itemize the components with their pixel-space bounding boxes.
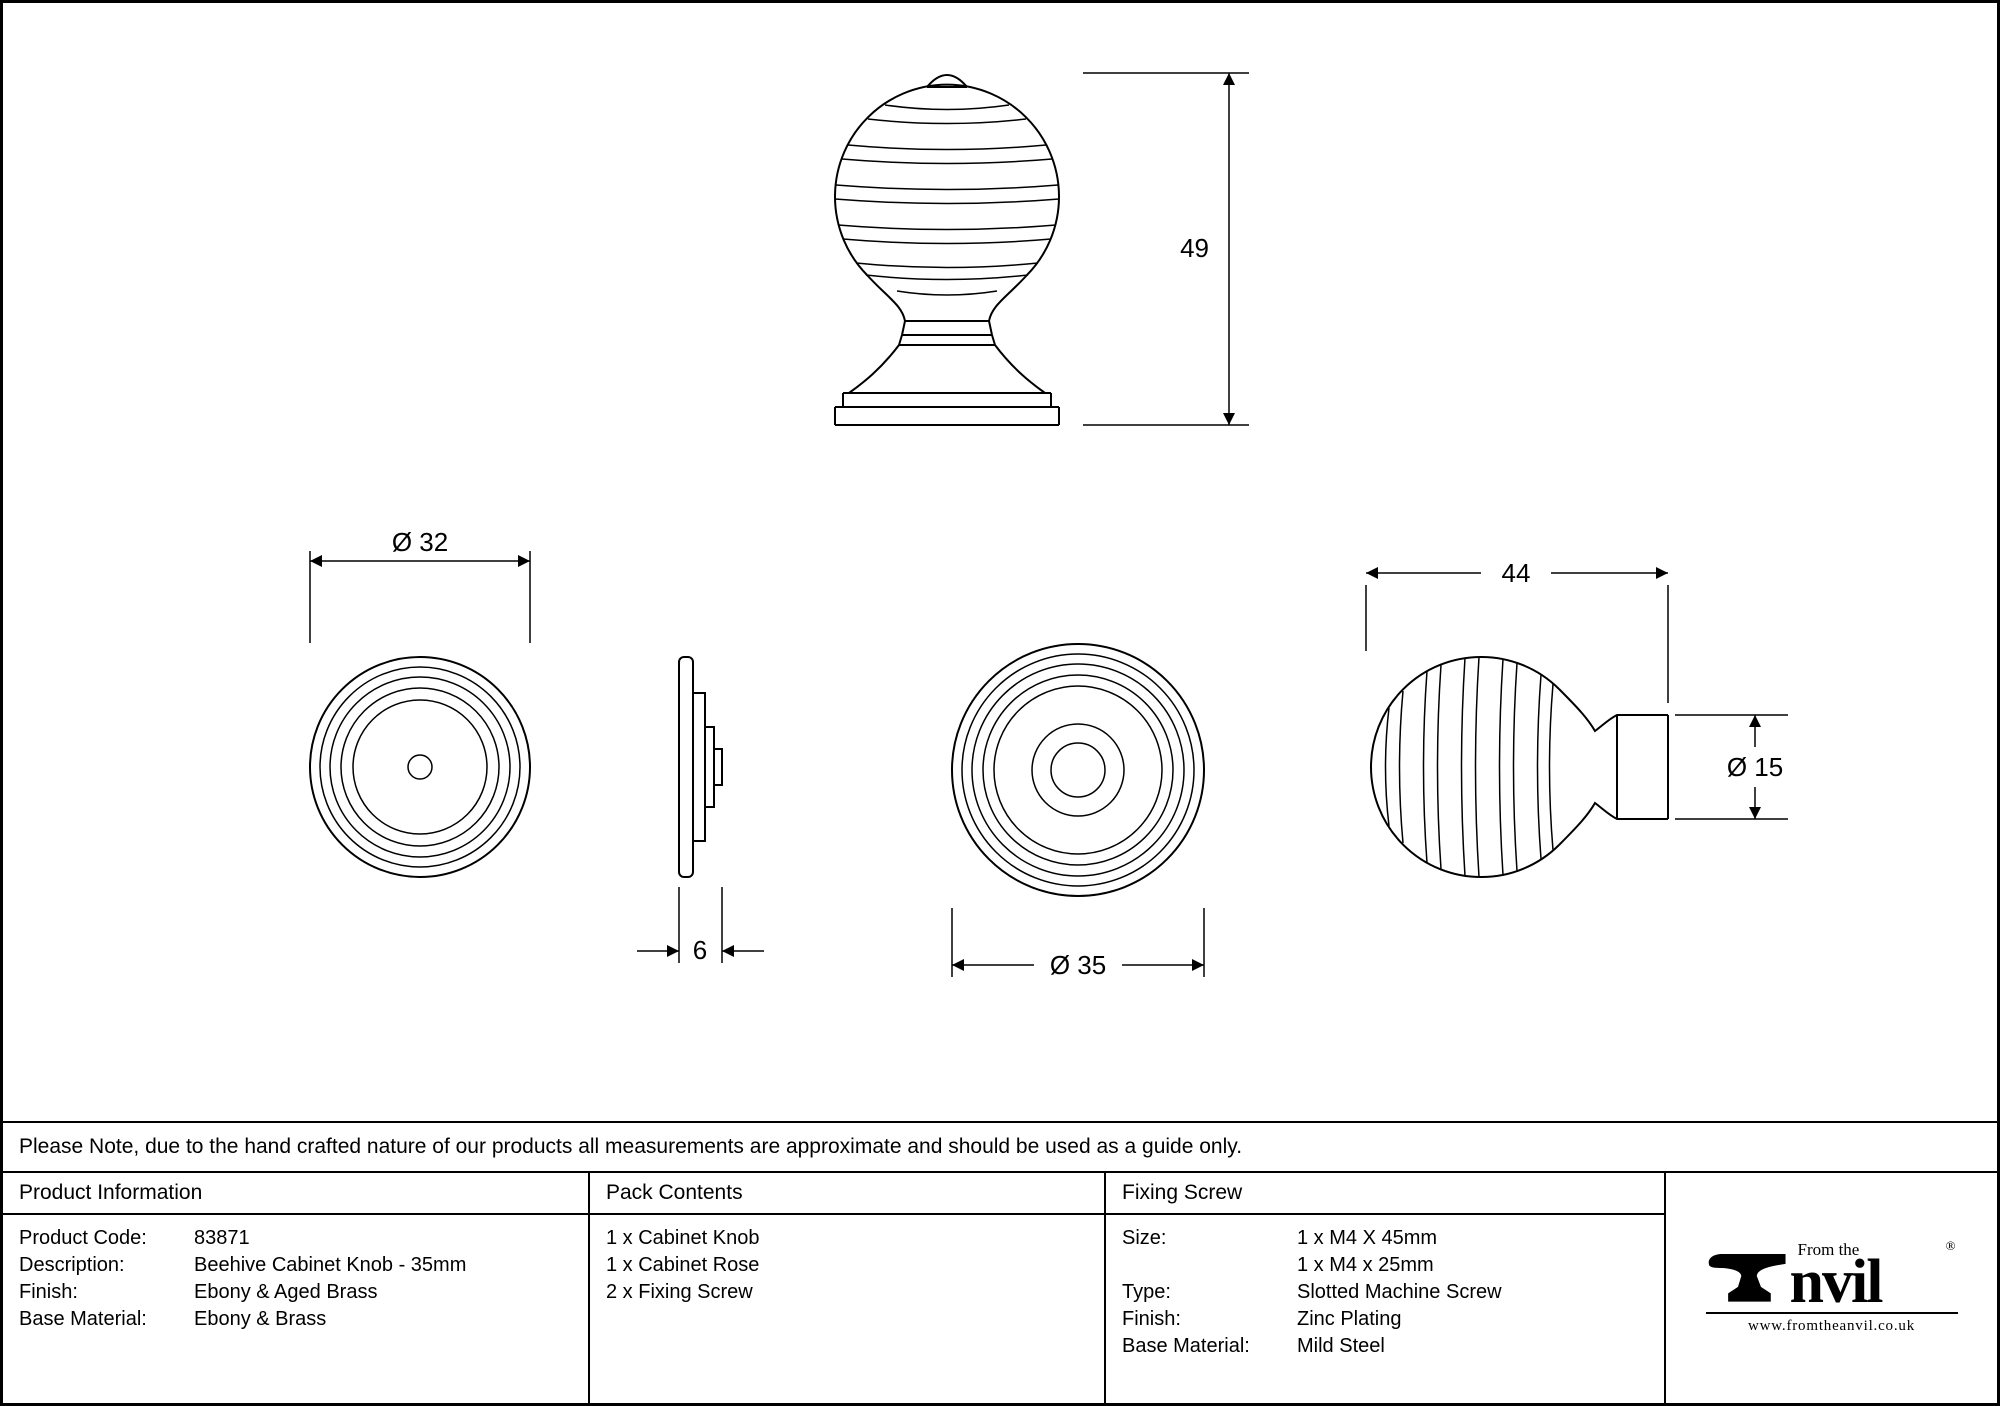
dim-rose-depth: 6 (637, 887, 764, 965)
dim-rose-depth-label: 6 (693, 935, 707, 965)
product-information-header: Product Information (3, 1173, 588, 1215)
base-material-value: Ebony & Brass (194, 1308, 327, 1330)
dim-neck-diameter-label: Ø 15 (1727, 752, 1783, 782)
dim-neck-diameter: Ø 15 (1675, 714, 1788, 820)
knob-side-view (1370, 655, 1669, 879)
info-table: Product Information Product Code: 83871 … (3, 1173, 1997, 1403)
dim-knob-length: 44 (1365, 558, 1669, 703)
screw-base-material-row: Base Material: Mild Steel (1122, 1333, 1648, 1360)
dim-knob-face-diameter: Ø 35 (951, 908, 1205, 980)
product-code-value: 83871 (194, 1227, 250, 1249)
finish-label: Finish: (19, 1281, 78, 1303)
screw-size-label-2 (1122, 1252, 1297, 1279)
screw-type-value: Slotted Machine Screw (1297, 1281, 1502, 1303)
pack-contents-header: Pack Contents (590, 1173, 1104, 1215)
anvil-icon (1708, 1253, 1786, 1302)
brand-url: www.fromtheanvil.co.uk (1747, 1317, 1915, 1334)
pack-item: 2 x Fixing Screw (606, 1281, 753, 1303)
screw-base-material-label: Base Material: (1122, 1335, 1250, 1357)
screw-base-material-value: Mild Steel (1297, 1335, 1385, 1357)
rose-side-view (678, 656, 723, 878)
logo-divider (1705, 1311, 1958, 1314)
screw-finish-label: Finish: (1122, 1308, 1181, 1330)
description-value: Beehive Cabinet Knob - 35mm (194, 1254, 467, 1276)
product-information-column: Product Information Product Code: 83871 … (3, 1173, 590, 1403)
brand-tagline-row: From the ® (1790, 1238, 1958, 1260)
screw-size-value-2: 1 x M4 x 25mm (1297, 1254, 1434, 1276)
measurement-note: Please Note, due to the hand crafted nat… (3, 1121, 1997, 1173)
brand-logo-cell: From the ® nvil www.fromtheanvil.co.uk (1666, 1173, 1997, 1403)
pack-item: 1 x Cabinet Knob (606, 1227, 760, 1249)
pack-contents-column: Pack Contents 1 x Cabinet Knob 1 x Cabin… (590, 1173, 1106, 1403)
registered-mark: ® (1945, 1238, 1956, 1254)
brand-logo: From the ® nvil www.fromtheanvil.co.uk (1705, 1238, 1958, 1334)
screw-size-label: Size: (1122, 1227, 1167, 1249)
brand-logo-main: From the ® nvil (1706, 1238, 1958, 1317)
pack-item: 1 x Cabinet Rose (606, 1254, 760, 1276)
brand-logo-text: From the ® nvil (1789, 1238, 1958, 1317)
product-information-body: Product Code: 83871 Description: Beehive… (3, 1215, 588, 1339)
brand-name: nvil (1789, 1248, 1884, 1317)
screw-type-row: Type: Slotted Machine Screw (1122, 1279, 1648, 1306)
dim-knob-face-diameter-label: Ø 35 (1050, 950, 1106, 980)
knob-front-view (834, 74, 1060, 426)
product-code-row: Product Code: 83871 (19, 1225, 572, 1252)
brand-tagline: From the (1797, 1240, 1860, 1260)
base-material-row: Base Material: Ebony & Brass (19, 1306, 572, 1333)
dim-height: 49 (1083, 72, 1249, 426)
screw-type-label: Type: (1122, 1281, 1171, 1303)
screw-size-row-2: 1 x M4 x 25mm (1122, 1252, 1648, 1279)
screw-size-value: 1 x M4 X 45mm (1297, 1227, 1438, 1249)
description-row: Description: Beehive Cabinet Knob - 35mm (19, 1252, 572, 1279)
screw-finish-row: Finish: Zinc Plating (1122, 1306, 1648, 1333)
dim-height-label: 49 (1180, 233, 1209, 263)
base-material-label: Base Material: (19, 1308, 147, 1330)
fixing-screw-header: Fixing Screw (1106, 1173, 1664, 1215)
fixing-screw-column: Fixing Screw Size: 1 x M4 X 45mm 1 x M4 … (1106, 1173, 1666, 1403)
technical-drawings: 49 Ø 32 6 (309, 72, 1788, 980)
dim-knob-length-label: 44 (1502, 558, 1531, 588)
knob-face-view (951, 643, 1205, 897)
fixing-screw-body: Size: 1 x M4 X 45mm 1 x M4 x 25mm Type: … (1106, 1215, 1664, 1366)
dim-rose-diameter: Ø 32 (309, 527, 531, 643)
screw-finish-value: Zinc Plating (1297, 1308, 1402, 1330)
dim-rose-diameter-label: Ø 32 (392, 527, 448, 557)
screw-size-row: Size: 1 x M4 X 45mm (1122, 1225, 1648, 1252)
finish-value: Ebony & Aged Brass (194, 1281, 378, 1303)
product-code-label: Product Code: (19, 1227, 147, 1249)
description-label: Description: (19, 1254, 125, 1276)
finish-row: Finish: Ebony & Aged Brass (19, 1279, 572, 1306)
pack-contents-body: 1 x Cabinet Knob 1 x Cabinet Rose 2 x Fi… (590, 1215, 1104, 1312)
rose-front-view (309, 656, 531, 878)
